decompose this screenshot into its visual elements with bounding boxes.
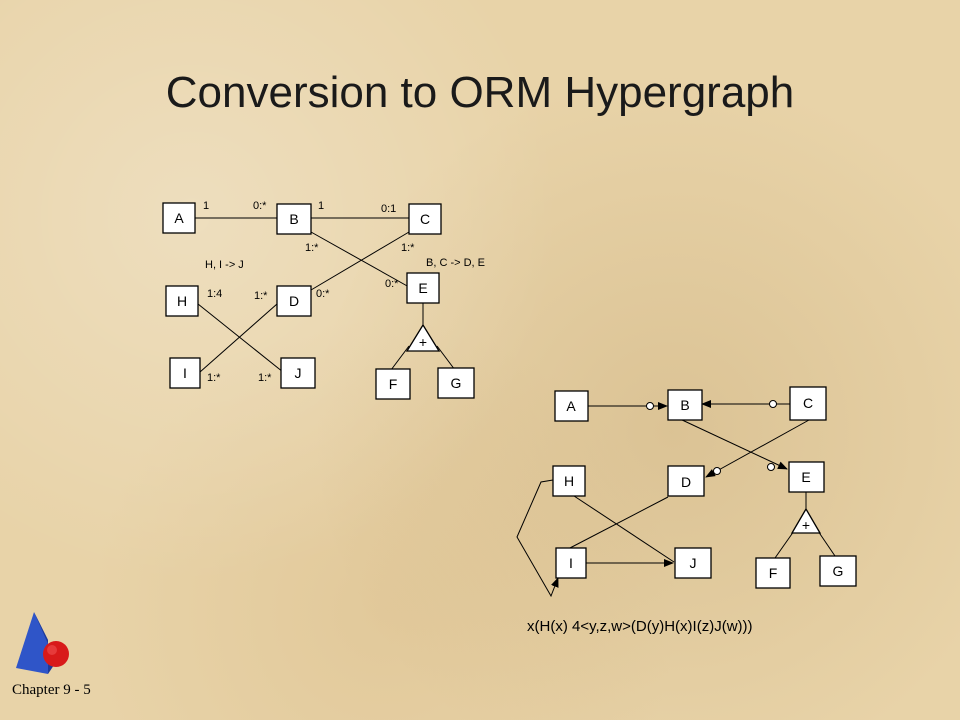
node-f-right-label: F <box>769 565 778 581</box>
label-hj-j: 1:* <box>258 372 272 384</box>
node-a <box>162 202 196 234</box>
label-fd-bcde: B, C -> D, E <box>426 257 485 269</box>
node-b <box>276 203 312 235</box>
node-h <box>165 285 199 317</box>
node-i-right <box>555 547 587 579</box>
node-c <box>408 203 442 235</box>
node-j <box>280 357 316 389</box>
label-bc-c: 0:1 <box>381 203 396 215</box>
edge-a-b-circle <box>646 402 654 410</box>
isa-triangle <box>405 323 441 352</box>
label-bc-b: 1 <box>318 200 324 212</box>
node-c-right <box>789 386 827 421</box>
node-i-right-label: I <box>569 555 573 571</box>
node-e <box>406 272 440 304</box>
label-cd-c: 1:* <box>401 242 415 254</box>
label-fd-hij: H, I -> J <box>205 259 244 271</box>
node-a-right <box>554 390 589 422</box>
node-e-label: E <box>418 280 427 296</box>
logo-red-circle <box>43 641 69 667</box>
orm-hypergraph: A B C H D E I J F G + <box>516 386 857 598</box>
label-hj-h: 1:4 <box>207 288 222 300</box>
edge-h-j-right <box>567 491 675 563</box>
edge-b-e <box>310 231 410 288</box>
slide-title: Conversion to ORM Hypergraph <box>165 68 795 117</box>
label-cd-d: 0:* <box>316 288 330 300</box>
label-bd-b: 1:* <box>305 242 319 254</box>
label-id-d: 1:* <box>254 290 268 302</box>
isa-symbol: + <box>419 334 427 350</box>
node-f <box>375 368 411 400</box>
edge-isa-f-right <box>774 530 795 559</box>
edge-b-e-right <box>679 418 788 470</box>
node-h-label: H <box>177 293 187 309</box>
formula-text: x(H(x) 4<y,z,w>(D(y)H(x)I(z)J(w))) <box>527 618 753 635</box>
edge-c-d-circle <box>713 467 721 475</box>
edge-b-e-circle <box>767 463 775 471</box>
node-b-label: B <box>289 211 298 227</box>
node-h-right-label: H <box>564 473 574 489</box>
node-e-right-label: E <box>801 469 810 485</box>
er-diagram: A B C E H D I J F G + 1 0:* 1 0:1 1:* 1:… <box>162 200 485 400</box>
node-j-label: J <box>295 365 302 381</box>
label-ab-a: 1 <box>203 200 209 212</box>
node-b-right-label: B <box>680 397 689 413</box>
edge-i-d-right <box>567 496 669 550</box>
node-g-right <box>819 555 857 587</box>
node-j-right <box>674 547 712 579</box>
label-be-e: 0:* <box>385 278 399 290</box>
node-c-label: C <box>420 211 430 227</box>
node-g-label: G <box>451 375 462 391</box>
node-c-right-label: C <box>803 395 813 411</box>
label-ab-b: 0:* <box>253 200 267 212</box>
node-d-label: D <box>289 293 299 309</box>
edge-i-d <box>199 303 278 373</box>
logo-blue-shape <box>16 612 48 674</box>
edge-c-b-circle <box>769 400 777 408</box>
edge-c-d-right <box>705 419 810 478</box>
logo <box>16 612 69 674</box>
node-h-right <box>552 465 586 497</box>
node-d-right-label: D <box>681 474 691 490</box>
slide-footer: Chapter 9 - 5 <box>12 682 91 698</box>
edge-isa-g-right <box>817 530 836 557</box>
node-d-right <box>667 465 705 497</box>
node-f-right <box>755 557 791 589</box>
node-f-label: F <box>389 376 398 392</box>
logo-red-highlight <box>47 645 57 655</box>
node-i-label: I <box>183 365 187 381</box>
label-ij-i: 1:* <box>207 372 221 384</box>
node-i <box>169 357 201 389</box>
node-b-right <box>667 389 703 421</box>
edge-h-j <box>197 303 284 373</box>
node-a-label: A <box>174 210 184 226</box>
node-a-right-label: A <box>566 398 576 414</box>
node-d <box>276 285 312 317</box>
node-g-right-label: G <box>833 563 844 579</box>
edge-isa-g <box>436 345 456 371</box>
isa-symbol-right: + <box>802 517 810 533</box>
node-g <box>437 367 475 399</box>
edge-isa-f <box>390 345 410 371</box>
isa-triangle-right <box>790 507 822 534</box>
edge-c-d <box>310 231 410 291</box>
node-e-right <box>788 461 825 493</box>
edge-h-loop-right <box>516 479 559 598</box>
node-j-right-label: J <box>690 555 697 571</box>
